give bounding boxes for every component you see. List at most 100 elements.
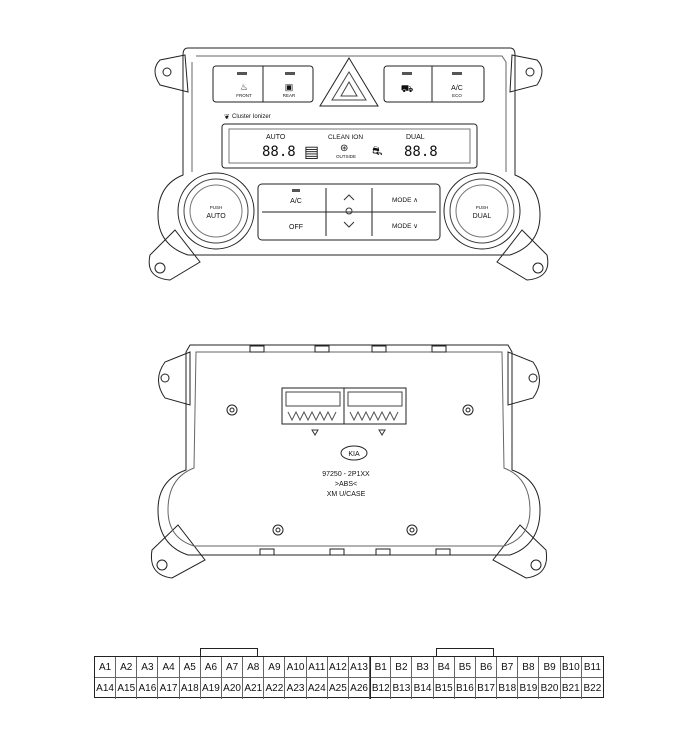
front-ear-hole-bottom-left	[154, 262, 166, 274]
connector-pin: B4	[433, 657, 455, 678]
connector-pin: B18	[497, 678, 519, 699]
label-rear: REAR	[283, 93, 296, 98]
connector-pin: A23	[285, 678, 307, 699]
connector-pin: A21	[243, 678, 265, 699]
rear-ear-bottom-left	[150, 524, 206, 579]
kia-logo	[340, 445, 368, 461]
connector-pin: B1	[370, 657, 392, 678]
connector-pin: B2	[391, 657, 413, 678]
lcd-fan-bars-icon: ▤	[304, 144, 319, 161]
connector-pin: A7	[221, 657, 244, 678]
connector-pin: A1	[95, 657, 117, 678]
rear-body-outline	[157, 344, 541, 556]
fan-icon	[345, 207, 353, 215]
connector-pin: B21	[561, 678, 582, 699]
connector-pin: B12	[370, 678, 392, 699]
left-knob-push: PUSH	[210, 205, 223, 210]
connector-pin: A16	[137, 678, 159, 699]
lcd-ion-icon: ⊛	[340, 143, 348, 154]
front-ear-top-right	[509, 54, 543, 93]
connector-pin: A19	[201, 678, 222, 699]
connector-pin: A6	[200, 657, 222, 678]
connector-pin: B8	[518, 657, 540, 678]
connector-pin: A18	[180, 678, 201, 699]
label-ac-eco: ECO	[452, 93, 462, 98]
left-knob[interactable]	[177, 172, 255, 250]
center-ac-label[interactable]: A/C	[290, 198, 302, 205]
connector-pin: A9	[264, 657, 286, 678]
connector-pin: A11	[306, 657, 328, 678]
rear-connector-b	[343, 387, 407, 425]
connector-pin: B7	[497, 657, 519, 678]
mode-down-label[interactable]: MODE ∨	[392, 223, 418, 230]
hazard-button[interactable]	[319, 57, 379, 107]
connector-pin: B15	[434, 678, 455, 699]
connector-pin: B19	[518, 678, 540, 699]
defrost-rear-icon: ▣	[285, 82, 294, 92]
front-body-inner	[191, 55, 507, 172]
label-front: FRONT	[236, 93, 252, 98]
center-button-cluster	[257, 183, 441, 241]
kia-logo-text: KIA	[348, 451, 360, 458]
lcd-dual: DUAL	[406, 134, 425, 141]
connector-pin: A12	[327, 657, 349, 678]
lcd-outside: OUTSIDE	[336, 154, 356, 159]
front-panel	[148, 47, 549, 281]
defrost-front-icon: ♨	[240, 82, 248, 92]
connector-pin: A22	[264, 678, 286, 699]
connector-notch-left	[200, 648, 258, 656]
connector-pin: A10	[285, 657, 307, 678]
connector-pin: B20	[539, 678, 561, 699]
connector-pin: B14	[412, 678, 434, 699]
front-ear-top-left	[154, 54, 189, 93]
rear-ear-top-right	[507, 351, 540, 406]
lcd-temp-left: 88.8	[262, 144, 296, 160]
right-knob-push: PUSH	[476, 205, 489, 210]
case-label: XM U/CASE	[327, 491, 366, 498]
lcd-display-frame	[221, 123, 478, 169]
label-ac-top: A/C	[451, 85, 463, 92]
rear-ear-top-left	[158, 351, 191, 406]
connector-pin: A4	[158, 657, 180, 678]
connector-pin: B10	[560, 657, 582, 678]
brand-text: Cluster Ionizer	[232, 114, 271, 120]
connector-pin: B5	[454, 657, 476, 678]
connector-pin: B6	[475, 657, 498, 678]
front-ear-bottom-right	[496, 229, 549, 281]
connector-notch-right	[436, 648, 494, 656]
part-number: 97250 - 2P1XX	[322, 471, 370, 478]
lcd-mode-icon: ⛐	[372, 144, 382, 158]
mode-up-label[interactable]: MODE ∧	[392, 197, 418, 204]
connector-pin: B13	[391, 678, 413, 699]
connector-pin: B3	[412, 657, 434, 678]
ionizer-logo-icon: ❦	[224, 114, 230, 121]
connector-pin: B17	[476, 678, 498, 699]
lcd-temp-right: 88.8	[404, 144, 438, 160]
connector-pin: A15	[116, 678, 138, 699]
car-recirc-icon: ⛟	[401, 84, 414, 95]
connector-pin: A20	[222, 678, 244, 699]
connector-pin: A26	[349, 678, 371, 699]
front-ear-bottom-left	[148, 229, 201, 281]
connector-pin: A3	[137, 657, 159, 678]
right-knob[interactable]	[443, 172, 521, 250]
connector-pin: A2	[116, 657, 138, 678]
ac-eco-button-frame	[383, 65, 485, 103]
connector-pin: A8	[243, 657, 265, 678]
connector-pin: A17	[158, 678, 180, 699]
connector-pin: A25	[328, 678, 349, 699]
front-ear-hole-top-left	[162, 67, 172, 77]
material: >ABS<	[335, 481, 357, 488]
front-body-outline	[157, 47, 541, 256]
rear-panel	[150, 344, 548, 579]
connector-pin: A14	[95, 678, 117, 699]
center-off-label[interactable]: OFF	[289, 224, 303, 231]
lcd-clean-ion: CLEAN ION	[328, 134, 363, 141]
connector-pin: B9	[539, 657, 561, 678]
lcd-auto: AUTO	[266, 134, 286, 141]
connector-pin: A24	[307, 678, 328, 699]
rear-ear-bottom-right	[492, 524, 548, 579]
front-ear-hole-bottom-right	[532, 262, 544, 274]
